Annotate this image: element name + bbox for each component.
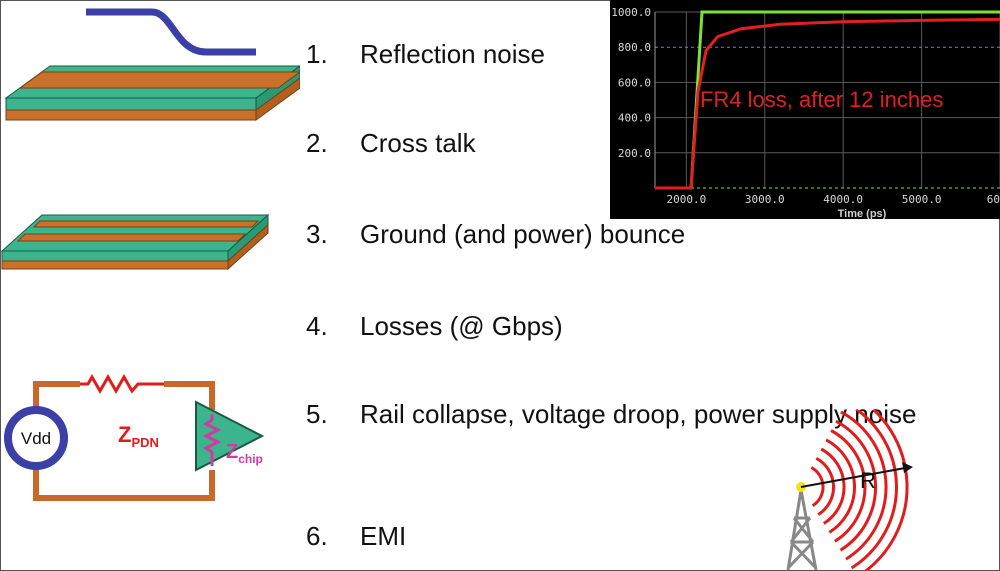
pcb-green-layer (5, 97, 257, 111)
scope-annotation: FR4 loss, after 12 inches (700, 87, 943, 112)
vdd-source (4, 406, 68, 470)
pcb-trace (18, 71, 300, 89)
y-tick-label: 600.0 (618, 76, 651, 89)
list-number: 5. (306, 399, 328, 429)
list-item: 2. Cross talk (306, 127, 960, 159)
wire-bottom (33, 466, 215, 501)
list-number: 2. (306, 128, 328, 158)
x-tick-label: 3000.0 (745, 193, 785, 206)
y-tick-label: 1000.0 (611, 6, 651, 19)
list-text: Rail collapse, voltage droop, power supp… (360, 399, 917, 429)
list-text: Losses (@ Gbps) (360, 311, 563, 341)
list-item: 1. Reflection noise (306, 38, 960, 70)
x-axis-label: Time (ps) (838, 208, 887, 219)
emi-wave-arc (863, 410, 909, 571)
x-tick-label: 6000 (987, 193, 1000, 206)
emi-wave-arc (830, 429, 867, 543)
reflection-waveform (86, 8, 256, 56)
resistor-chip (202, 414, 222, 466)
crosstalk-illustration (0, 213, 270, 271)
list-number: 3. (306, 219, 328, 249)
emi-wave-arc (810, 466, 825, 507)
tower-icon (786, 489, 818, 571)
list-number: 6. (306, 521, 328, 551)
pdn-circuit: Vdd ZPDN Zchip (4, 373, 265, 501)
list-text: Ground (and power) bounce (360, 219, 686, 249)
wire-top-left (33, 381, 80, 412)
emi-wave-arc (825, 438, 857, 534)
emi-wave-arc (850, 410, 898, 570)
emi-wave-arc (820, 447, 846, 525)
list-item: 6. EMI (306, 520, 960, 552)
list-text: EMI (360, 521, 407, 551)
list-item: 5. Rail collapse, voltage droop, power su… (306, 398, 940, 430)
x-tick-label: 4000.0 (823, 193, 863, 206)
list-item: 4. Losses (@ Gbps) (306, 310, 960, 342)
list-item: 3. Ground (and power) bounce (306, 218, 960, 250)
emi-antenna: R (786, 410, 913, 571)
vdd-label: Vdd (21, 429, 51, 448)
emi-wave-arc (815, 456, 836, 516)
emi-wave-arc (840, 410, 888, 561)
scope-chart: 2000.0 3000.0 4000.0 5000.0 6000 200.0 400.0 60… (610, 0, 1000, 219)
trace-b (16, 233, 247, 242)
zpdn-label: ZPDN (118, 422, 159, 450)
list-number: 1. (306, 39, 328, 69)
wire-top-right (164, 381, 215, 410)
x-tick-label: 2000.0 (666, 193, 706, 206)
y-tick-label: 800.0 (618, 41, 651, 54)
reflection-illustration (4, 8, 300, 121)
y-tick-label: 400.0 (618, 112, 651, 125)
series-line-2 (655, 17, 1000, 190)
pcb-copper-layer (5, 109, 257, 121)
radius-label: R (860, 468, 876, 493)
trace-a (32, 220, 260, 228)
x-tick-label: 5000.0 (902, 193, 942, 206)
emi-wave-arc (835, 419, 878, 552)
y-tick-label: 200.0 (618, 147, 651, 160)
radius-arrow (800, 467, 906, 488)
zchip-label: Zchip (226, 441, 263, 466)
list-number: 4. (306, 311, 328, 341)
list-text: Cross talk (360, 128, 476, 158)
resistor-pdn (80, 373, 164, 395)
list-text: Reflection noise (360, 39, 545, 69)
